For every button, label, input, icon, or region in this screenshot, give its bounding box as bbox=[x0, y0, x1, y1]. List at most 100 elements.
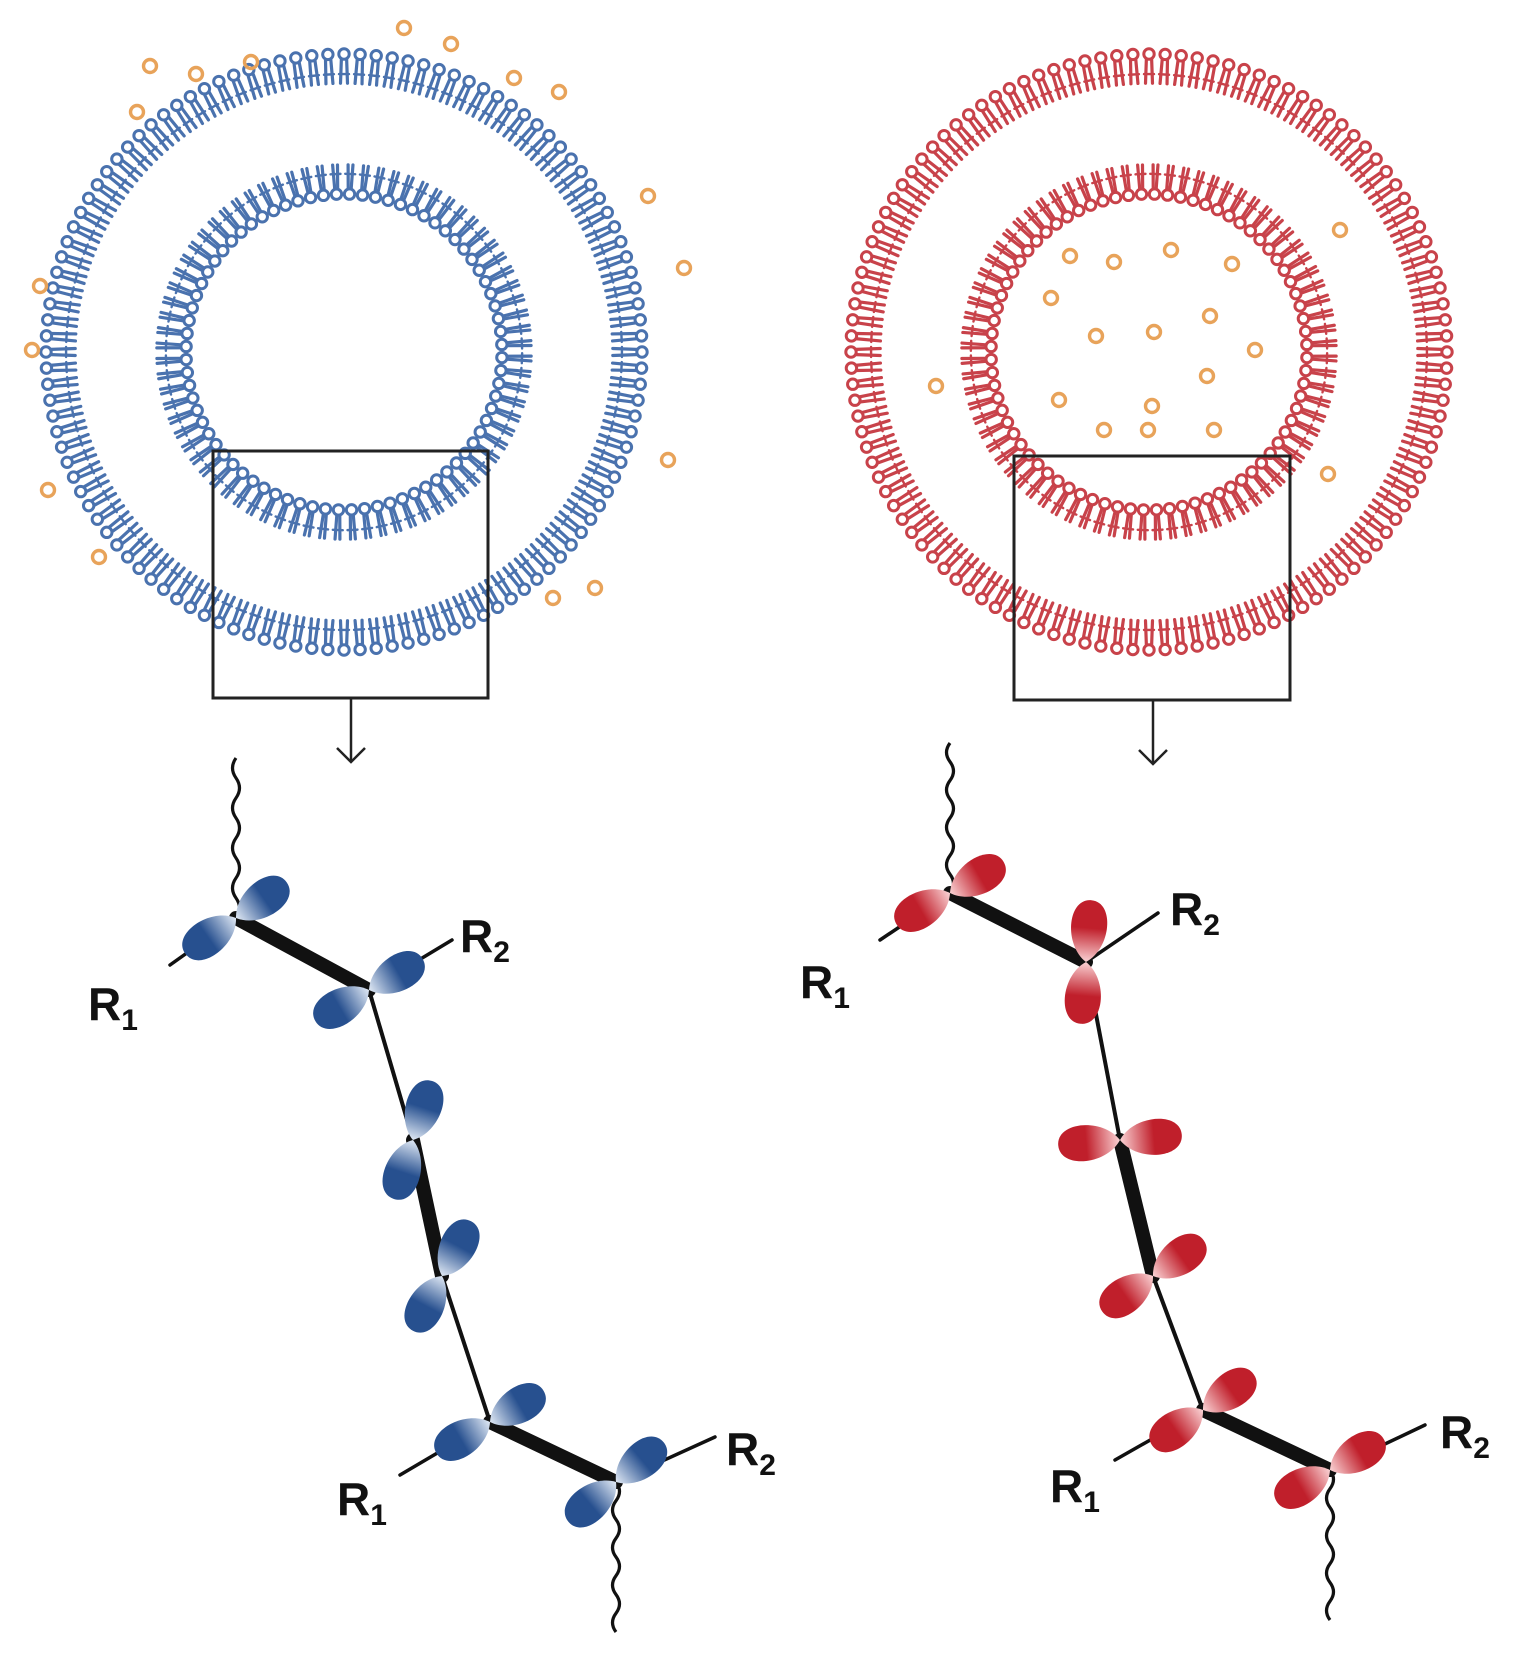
lipid-tail bbox=[161, 300, 189, 310]
lipid-head-outer bbox=[212, 74, 226, 89]
lipid-tail bbox=[968, 295, 995, 307]
lipid-head-outer bbox=[848, 297, 862, 311]
lipid-tail bbox=[549, 521, 571, 542]
cargo-molecule bbox=[1087, 327, 1105, 345]
lipid-tail bbox=[1172, 617, 1180, 645]
lipid-tail-bar bbox=[1093, 520, 1106, 526]
p-orbital-lobe bbox=[1149, 1407, 1204, 1453]
lipid-tail bbox=[1293, 422, 1319, 437]
lipid-tail bbox=[1036, 79, 1048, 106]
lipid-tail bbox=[611, 353, 639, 358]
lipid-tail bbox=[498, 397, 525, 409]
lipid-tail bbox=[320, 164, 326, 192]
lipid-tail bbox=[1113, 59, 1119, 87]
cargo-molecule bbox=[1050, 391, 1068, 409]
lipid-tail bbox=[869, 432, 895, 445]
lipid-head-inner bbox=[994, 288, 1009, 303]
cargo-molecule bbox=[128, 103, 146, 121]
lipid-tail bbox=[1242, 198, 1261, 222]
cargo-molecule bbox=[1205, 421, 1223, 439]
lipid-head-inner bbox=[1271, 436, 1285, 450]
lipid-tail-bar bbox=[73, 420, 79, 433]
lipid-tail-bar bbox=[1112, 73, 1126, 78]
lipid-head-inner bbox=[266, 203, 281, 218]
lipid-tail bbox=[198, 455, 221, 474]
lipid-tail bbox=[605, 290, 633, 300]
lipid-tail bbox=[180, 106, 198, 130]
lipid-tail bbox=[1318, 125, 1339, 147]
lipid-head-outer bbox=[432, 627, 446, 642]
lipid-head-inner bbox=[1210, 202, 1225, 217]
lipid-head-outer bbox=[1174, 641, 1188, 655]
lipid-tail bbox=[375, 510, 383, 538]
lipid-tail bbox=[230, 200, 249, 223]
lipid-head-inner bbox=[179, 352, 193, 367]
lipid-head-outer bbox=[257, 632, 271, 646]
lipid-head-outer bbox=[74, 205, 88, 220]
lipid-tail-bar bbox=[592, 229, 600, 242]
lipid-head-inner bbox=[1186, 193, 1200, 207]
lipid-tail bbox=[351, 513, 357, 541]
lipid-tail-bar bbox=[1311, 280, 1318, 293]
lipid-tail bbox=[367, 617, 375, 645]
lipid-tail bbox=[261, 181, 275, 207]
lipid-tail bbox=[1371, 498, 1395, 516]
p-orbital-lobe bbox=[1274, 1466, 1330, 1509]
lipid-tail-bar bbox=[443, 492, 454, 501]
lipid-tail bbox=[101, 504, 126, 521]
lipid-tail-bar bbox=[88, 462, 96, 475]
lipid-tail bbox=[411, 180, 425, 206]
left-zoom-box bbox=[211, 449, 490, 700]
cargo-molecule bbox=[1162, 241, 1180, 259]
lipid-tail bbox=[574, 485, 598, 503]
lipid-head-outer bbox=[289, 51, 303, 65]
lipid-tail bbox=[524, 136, 546, 157]
lipid-tail bbox=[64, 259, 90, 272]
lipid-tail bbox=[578, 210, 604, 225]
lipid-tail bbox=[854, 361, 883, 367]
lipid-tail-bar bbox=[1028, 212, 1039, 222]
lipid-tail bbox=[955, 552, 974, 576]
lipid-tail bbox=[858, 300, 886, 307]
lipid-head-inner bbox=[344, 503, 359, 517]
lipid-tail-bar bbox=[182, 117, 194, 126]
lipid-tail-bar bbox=[972, 310, 977, 323]
lipid-tail-bar bbox=[518, 135, 529, 145]
lipid-tail bbox=[401, 502, 413, 529]
lipid-tail bbox=[1412, 300, 1440, 307]
lipid-tail bbox=[1413, 390, 1440, 399]
lipid-tail-bar bbox=[481, 110, 493, 118]
lipid-tail bbox=[862, 411, 889, 420]
lipid-tail-bar bbox=[1425, 330, 1428, 344]
lipid-tail bbox=[1080, 175, 1092, 202]
lipid-tail-bar bbox=[1404, 449, 1411, 461]
lipid-head-inner bbox=[1289, 286, 1303, 301]
lipid-head-inner bbox=[1040, 466, 1055, 480]
lipid-tail bbox=[1039, 197, 1057, 221]
lipid-tail-bar bbox=[1066, 509, 1078, 516]
lipid-tail bbox=[1026, 83, 1041, 109]
lipid-tail-bar bbox=[1172, 626, 1186, 631]
lipid-tail bbox=[90, 485, 114, 503]
lipid-head-inner bbox=[1085, 492, 1100, 507]
lipid-tail bbox=[912, 175, 935, 194]
lipid-tail bbox=[69, 446, 95, 460]
lipid-tail-bar bbox=[426, 85, 439, 92]
lipid-tail bbox=[936, 537, 958, 557]
lipid-tail-bar bbox=[530, 549, 540, 559]
lipid-tail bbox=[854, 346, 882, 351]
lipid-head-outer bbox=[607, 470, 622, 484]
lipid-tail bbox=[174, 267, 200, 282]
lipid-head-inner bbox=[209, 437, 223, 452]
right-liposome-bilayer bbox=[844, 47, 1454, 657]
lipid-tail-bar bbox=[82, 449, 89, 461]
lipid-head-outer bbox=[1438, 377, 1452, 391]
lipid-tail bbox=[1052, 188, 1068, 214]
lipid-tail bbox=[1092, 506, 1104, 533]
lipid-head-outer bbox=[848, 393, 862, 407]
lipid-tail bbox=[456, 215, 476, 237]
lipid-tail bbox=[1120, 165, 1128, 192]
lipid-tail bbox=[221, 83, 236, 109]
lipid-head-outer bbox=[1347, 128, 1361, 143]
lipid-tail bbox=[465, 226, 487, 247]
